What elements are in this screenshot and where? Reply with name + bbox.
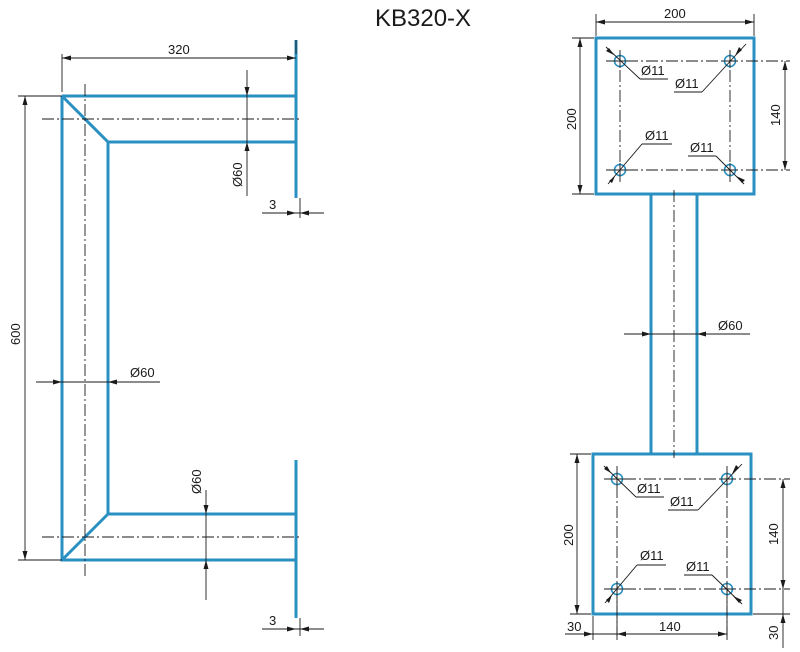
svg-text:Ø60: Ø60 [230,162,245,187]
drawing-title: KB320-X [375,5,471,32]
svg-text:30: 30 [567,619,581,634]
svg-text:Ø11: Ø11 [641,63,665,78]
svg-text:320: 320 [168,42,190,57]
dimension-lower-edge-bottom: 30 [753,589,790,648]
svg-text:Ø11: Ø11 [637,481,661,496]
upper-mounting-holes [613,54,737,177]
dimension-tube-bottom: Ø60 [189,469,209,600]
dimension-plate-bottom: 3 [262,613,324,636]
svg-text:Ø11: Ø11 [670,494,694,509]
svg-text:Ø60: Ø60 [189,469,204,494]
svg-text:30: 30 [766,626,781,640]
svg-text:140: 140 [768,104,783,126]
lower-hole-callouts: Ø11 Ø11 Ø11 Ø11 [603,463,743,605]
dimension-upper-hole-spacing: 140 [768,61,788,170]
svg-text:Ø11: Ø11 [686,559,710,574]
lower-plate [591,452,753,616]
svg-text:140: 140 [659,619,681,634]
dimension-plate-width: 200 [595,6,755,36]
dimension-lower-bottom-chain: 30 140 [565,596,728,640]
side-view: 320 600 Ø60 3 [8,40,324,636]
svg-text:Ø11: Ø11 [645,128,669,143]
upper-hole-callouts: Ø11 Ø11 Ø11 Ø11 [605,43,747,185]
dimension-plate-top: 3 [262,197,324,218]
front-view: Ø11 Ø11 Ø11 Ø11 200 200 [561,6,790,648]
svg-text:600: 600 [8,323,23,345]
svg-text:3: 3 [269,197,276,212]
svg-text:3: 3 [269,613,276,628]
svg-text:200: 200 [564,108,579,130]
svg-text:Ø60: Ø60 [130,365,155,380]
dimension-connecting-tube: Ø60 [624,318,750,337]
svg-text:140: 140 [766,523,781,545]
upper-plate [594,36,756,196]
dimension-upper-plate-height: 200 [564,37,594,195]
lower-mounting-holes [610,472,734,596]
svg-text:200: 200 [664,6,686,21]
dimension-height: 600 [8,95,62,561]
connecting-tube [649,194,699,454]
dimension-lower-hole-spacing-v: 140 [766,479,786,589]
dimension-lower-plate-height: 200 [561,453,591,615]
mounting-hole [720,472,734,486]
dimension-length: 320 [61,40,297,92]
svg-text:Ø11: Ø11 [675,76,699,91]
svg-text:200: 200 [561,524,576,546]
svg-text:Ø11: Ø11 [690,140,714,155]
dimension-tube-top: Ø60 [230,70,250,196]
dimension-tube-mid: Ø60 [36,365,160,385]
mounting-hole [613,54,627,68]
bracket-tube [60,94,296,562]
svg-text:Ø60: Ø60 [718,318,743,333]
svg-text:Ø11: Ø11 [640,548,664,563]
